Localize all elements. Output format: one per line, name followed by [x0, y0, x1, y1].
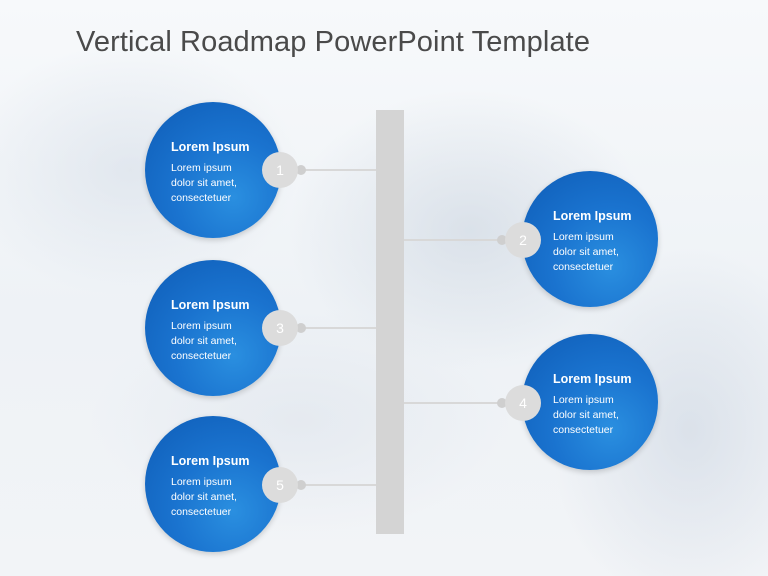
step-2-text: Lorem ipsum dolor sit amet, consectetuer — [553, 230, 653, 275]
connector-2 — [404, 239, 502, 241]
step-3-line-1: Lorem ipsum — [171, 320, 232, 332]
connector-dot-2 — [497, 235, 507, 245]
page-title: Vertical Roadmap PowerPoint Template — [76, 26, 591, 58]
step-1-number-badge: 1 — [262, 152, 298, 188]
step-5-number-badge: 5 — [262, 467, 298, 503]
step-3-heading: Lorem Ipsum — [171, 298, 250, 312]
step-2-circle: Lorem Ipsum Lorem ipsum dolor sit amet, … — [522, 171, 658, 307]
roadmap-spine — [376, 110, 404, 534]
step-2-line-1: Lorem ipsum — [553, 231, 614, 243]
step-3-line-3: consectetuer — [171, 350, 232, 362]
step-5-text: Lorem ipsum dolor sit amet, consectetuer — [171, 475, 271, 520]
connector-dot-1 — [296, 165, 306, 175]
step-4-line-3: consectetuer — [553, 424, 614, 436]
step-1-line-3: consectetuer — [171, 192, 232, 204]
step-1-circle: Lorem Ipsum Lorem ipsum dolor sit amet, … — [145, 102, 281, 238]
connector-3 — [300, 327, 376, 329]
connector-1 — [300, 169, 376, 171]
step-3-line-2: dolor sit amet, — [171, 335, 237, 347]
step-5-line-1: Lorem ipsum — [171, 476, 232, 488]
step-3-circle: Lorem Ipsum Lorem ipsum dolor sit amet, … — [145, 260, 281, 396]
connector-dot-5 — [296, 480, 306, 490]
step-4-circle: Lorem Ipsum Lorem ipsum dolor sit amet, … — [522, 334, 658, 470]
step-1-line-2: dolor sit amet, — [171, 177, 237, 189]
step-3-text: Lorem ipsum dolor sit amet, consectetuer — [171, 319, 271, 364]
step-5-circle: Lorem Ipsum Lorem ipsum dolor sit amet, … — [145, 416, 281, 552]
step-2-heading: Lorem Ipsum — [553, 209, 632, 223]
step-4-text: Lorem ipsum dolor sit amet, consectetuer — [553, 393, 653, 438]
step-3-number-badge: 3 — [262, 310, 298, 346]
step-1-text: Lorem ipsum dolor sit amet, consectetuer — [171, 161, 271, 206]
step-4-line-1: Lorem ipsum — [553, 394, 614, 406]
connector-dot-4 — [497, 398, 507, 408]
step-4-number-badge: 4 — [505, 385, 541, 421]
step-2-number-badge: 2 — [505, 222, 541, 258]
step-4-heading: Lorem Ipsum — [553, 372, 632, 386]
step-2-line-3: consectetuer — [553, 261, 614, 273]
step-1-heading: Lorem Ipsum — [171, 140, 250, 154]
step-5-heading: Lorem Ipsum — [171, 454, 250, 468]
connector-dot-3 — [296, 323, 306, 333]
connector-5 — [300, 484, 376, 486]
connector-4 — [404, 402, 502, 404]
step-5-line-2: dolor sit amet, — [171, 491, 237, 503]
step-4-line-2: dolor sit amet, — [553, 409, 619, 421]
step-5-line-3: consectetuer — [171, 506, 232, 518]
step-1-line-1: Lorem ipsum — [171, 162, 232, 174]
step-2-line-2: dolor sit amet, — [553, 246, 619, 258]
